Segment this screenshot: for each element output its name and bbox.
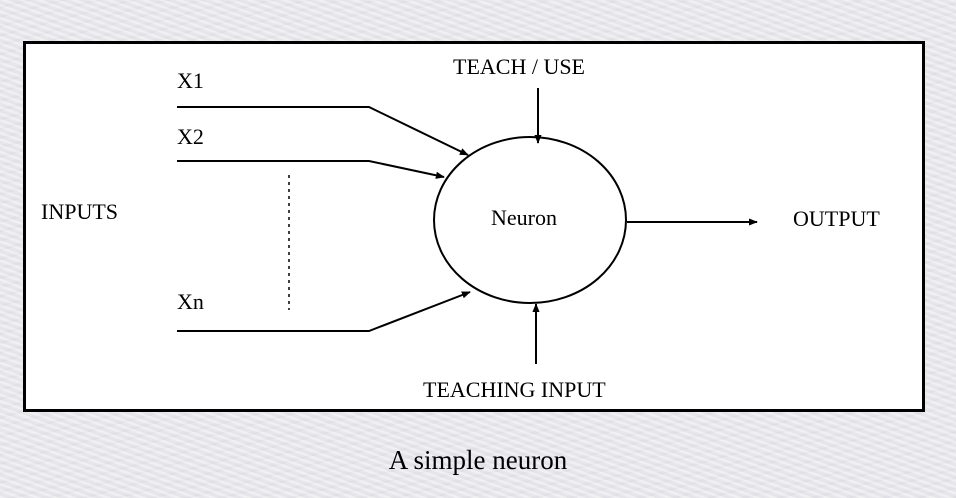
input-x1-label: X1 (177, 68, 204, 93)
edge-x2-to-neuron (177, 160, 445, 179)
neuron-diagram: TEACH / USE X1 X2 INPUTS Xn Neuron OUTPU… (41, 54, 880, 402)
neuron-node (433, 136, 627, 304)
input-x2-label: X2 (177, 124, 204, 149)
input-xn-label: Xn (177, 289, 204, 314)
output-label: OUTPUT (793, 206, 880, 231)
edge-xn-to-neuron (177, 291, 471, 332)
inputs-label: INPUTS (41, 199, 118, 224)
edge-x1-to-neuron (177, 106, 469, 156)
teaching-input-label: TEACHING INPUT (423, 377, 606, 402)
neuron-label: Neuron (491, 205, 557, 230)
diagram-frame: TEACH / USE X1 X2 INPUTS Xn Neuron OUTPU… (23, 41, 925, 412)
figure-caption: A simple neuron (388, 445, 568, 475)
teach-use-label: TEACH / USE (453, 54, 585, 79)
